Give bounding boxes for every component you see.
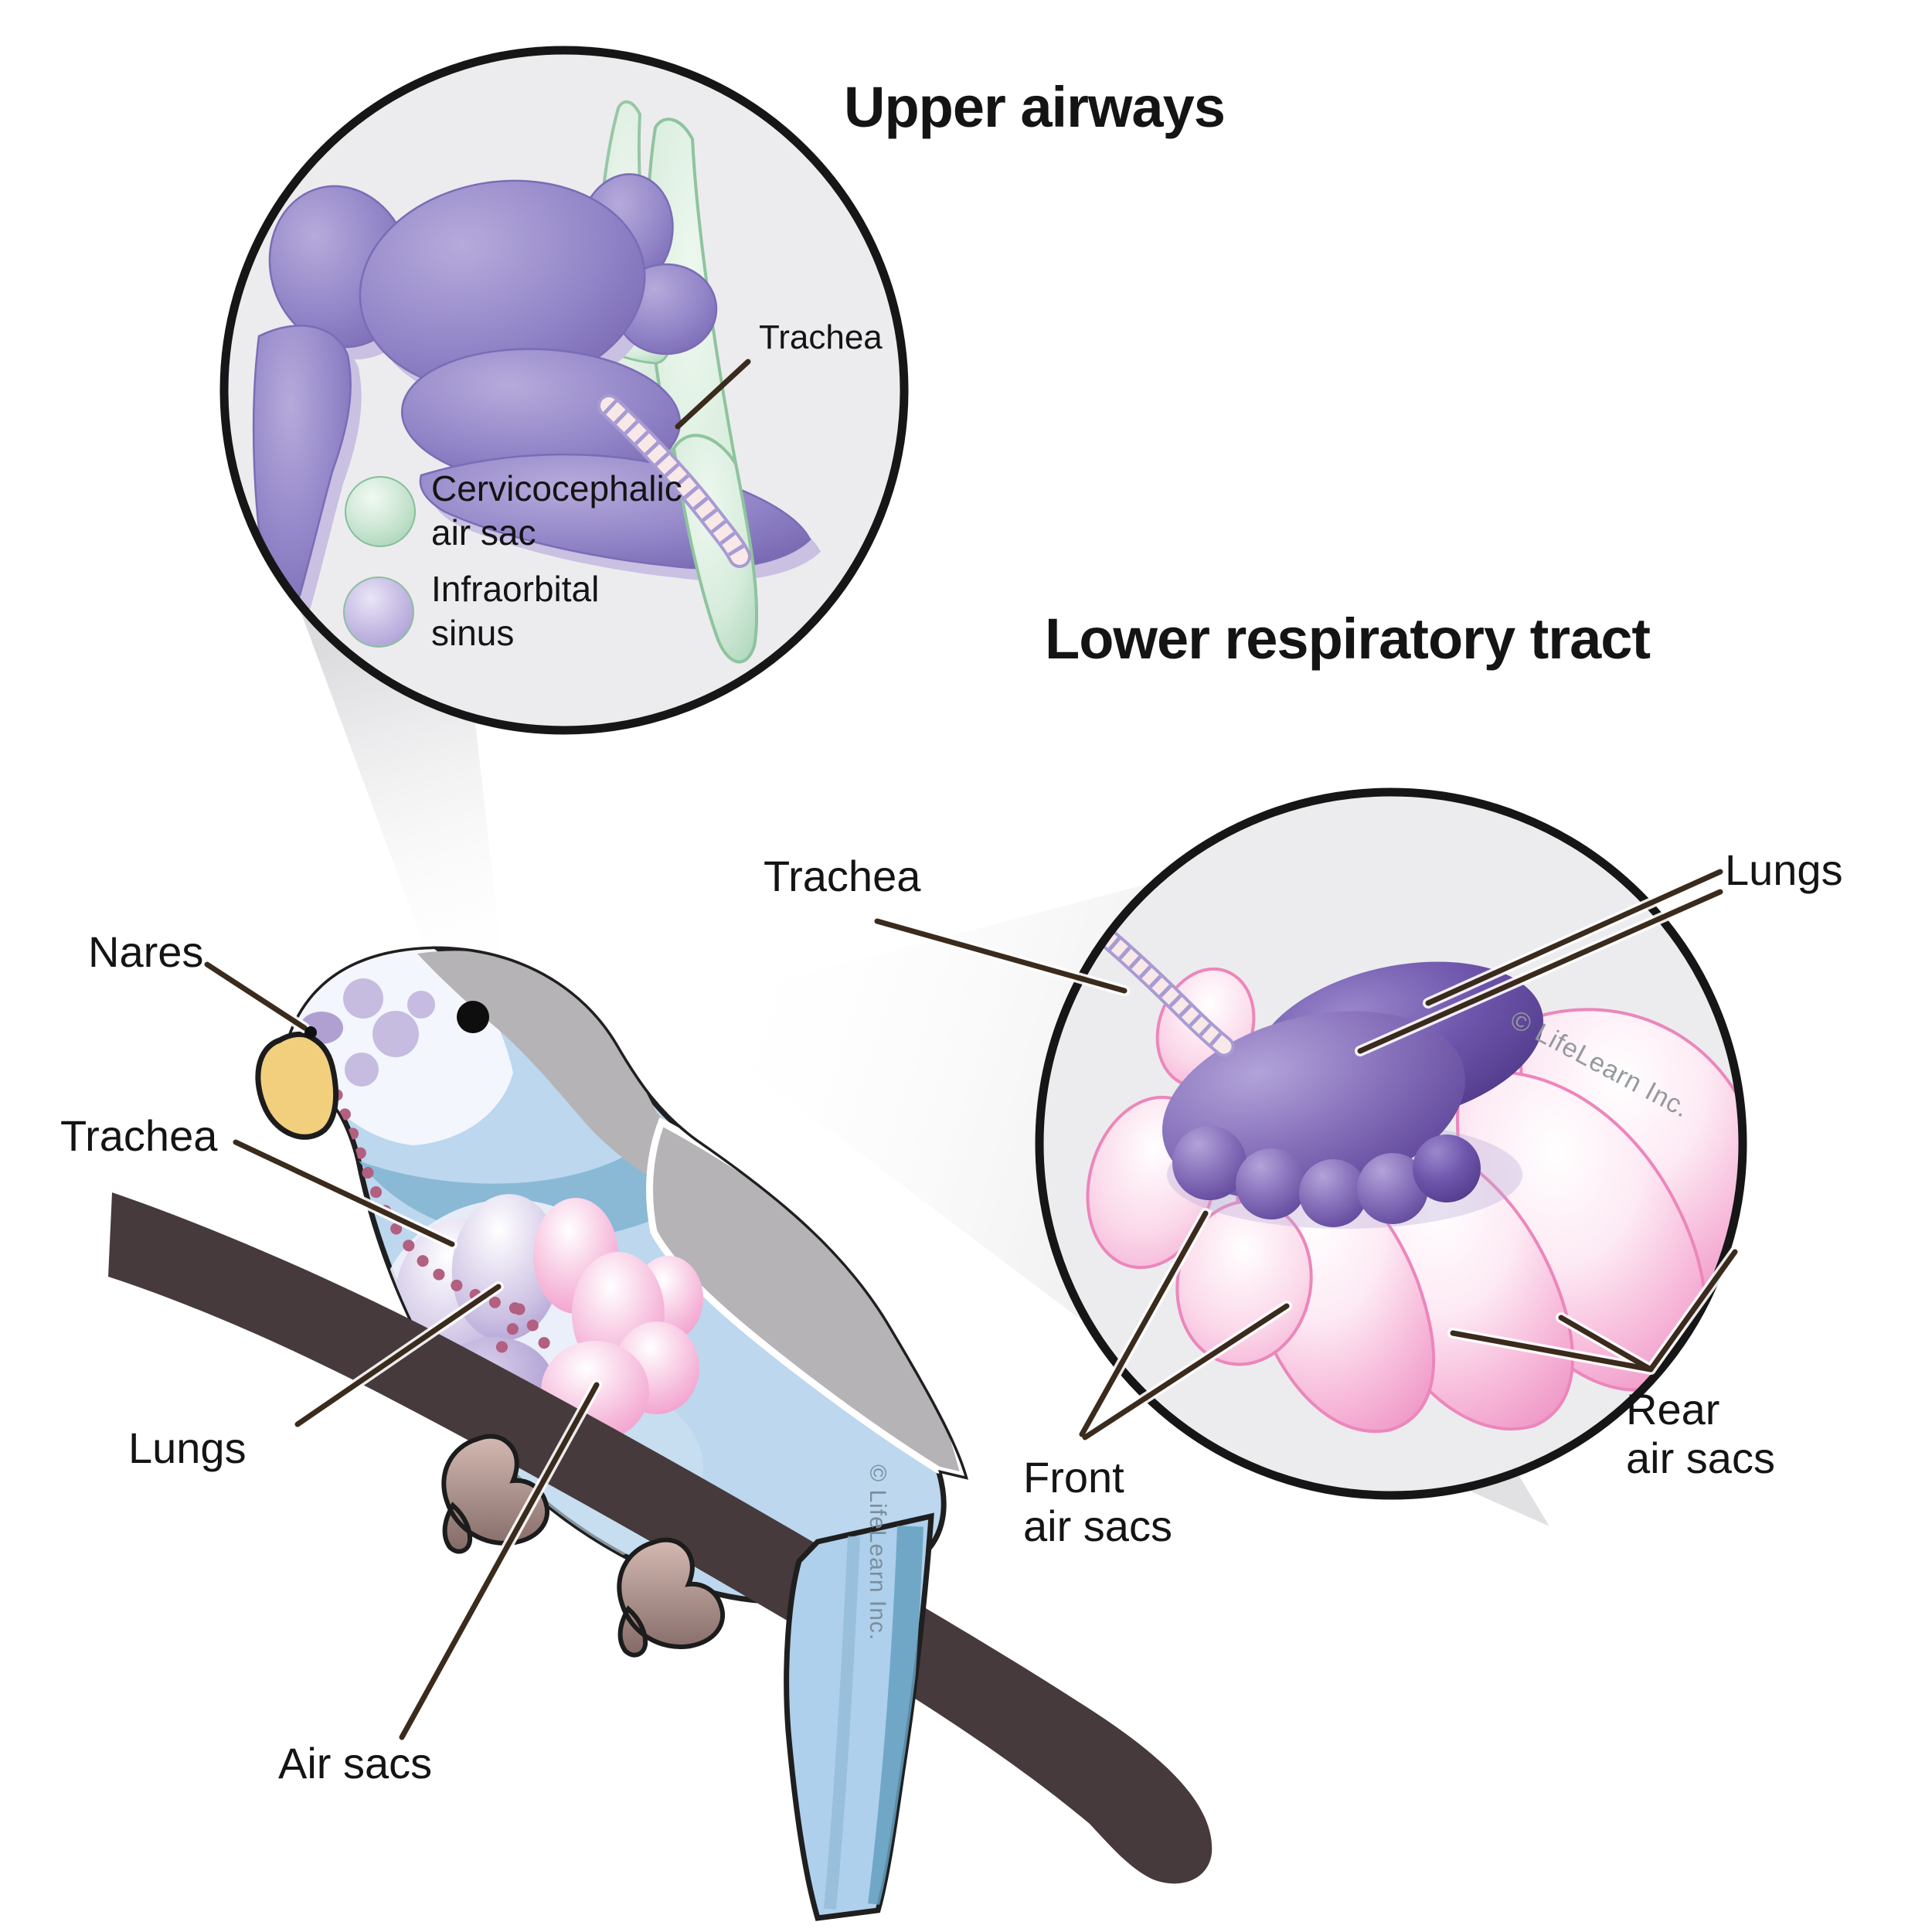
nares-dot xyxy=(304,1026,317,1039)
leader-lower-trachea xyxy=(874,918,1128,994)
label-bird-trachea: Trachea xyxy=(60,1111,218,1160)
bird-air-sacs-shape xyxy=(533,1198,703,1441)
projection-beam-upper xyxy=(301,611,506,1001)
lower-inset-ring xyxy=(1035,787,1747,1500)
watermark-tail: © LifeLearn Inc. xyxy=(865,1464,890,1641)
leader-front-air-sacs-2 xyxy=(1082,1303,1290,1440)
leader-lines xyxy=(204,869,1738,1740)
legend-line: Infraorbital xyxy=(431,569,600,609)
leader-nares xyxy=(204,961,308,1031)
legend-swatch-cervicocephalic-icon xyxy=(345,476,416,547)
label-front-air-sacs: Front air sacs xyxy=(1023,1453,1172,1550)
trachea-tube-upper xyxy=(597,394,751,568)
label-lower-lungs: Lungs xyxy=(1725,845,1843,894)
legend-line: sinus xyxy=(431,613,515,653)
label-line: air sacs xyxy=(1023,1502,1172,1550)
leader-bird-air-sacs xyxy=(399,1382,600,1740)
label-bird-lungs: Lungs xyxy=(128,1423,247,1472)
title-upper-airways: Upper airways xyxy=(844,75,1226,139)
leader-rear-air-sacs-3 xyxy=(1648,1249,1738,1372)
upper-inset-ring xyxy=(219,46,909,735)
label-line: Rear xyxy=(1626,1385,1720,1434)
label-rear-air-sacs: Rear air sacs xyxy=(1626,1385,1775,1482)
leader-rear-air-sacs-2 xyxy=(1558,1315,1654,1372)
legend-line: air sac xyxy=(431,512,536,553)
leader-bird-trachea xyxy=(233,1139,455,1247)
label-lower-trachea: Trachea xyxy=(764,852,921,900)
leader-upper-trachea xyxy=(675,359,751,430)
infraorbital-sinus-shape xyxy=(252,173,821,622)
beak xyxy=(255,1031,339,1140)
leader-bird-lungs xyxy=(294,1284,502,1427)
label-line: air sacs xyxy=(1626,1434,1775,1482)
label-line: Front xyxy=(1023,1453,1124,1502)
label-upper-trachea: Trachea xyxy=(759,318,883,356)
legend-infraorbital-sinus: Infraorbital sinus xyxy=(431,567,599,655)
label-nares: Nares xyxy=(88,927,204,976)
leader-front-air-sacs-1 xyxy=(1079,1210,1209,1437)
rear-air-sacs-shape xyxy=(1236,1008,1743,1434)
chest-band xyxy=(359,1125,711,1241)
title-lower-respiratory-tract: Lower respiratory tract xyxy=(1045,607,1651,671)
tail xyxy=(784,1512,934,1921)
legend-cervicocephalic-air-sac: Cervicocephalic air sac xyxy=(431,467,682,555)
leader-lower-lungs-1 xyxy=(1425,869,1723,1006)
face-markings xyxy=(343,978,435,1087)
upper-airways-inset xyxy=(219,46,909,735)
leader-rear-air-sacs-1 xyxy=(1450,1330,1654,1372)
legend-line: Cervicocephalic xyxy=(431,468,682,509)
legend-swatch-infraorbital-icon xyxy=(343,577,414,648)
label-bird-air-sacs: Air sacs xyxy=(278,1739,433,1787)
bird-eye xyxy=(457,1001,489,1033)
leader-lower-lungs-2 xyxy=(1357,889,1723,1054)
